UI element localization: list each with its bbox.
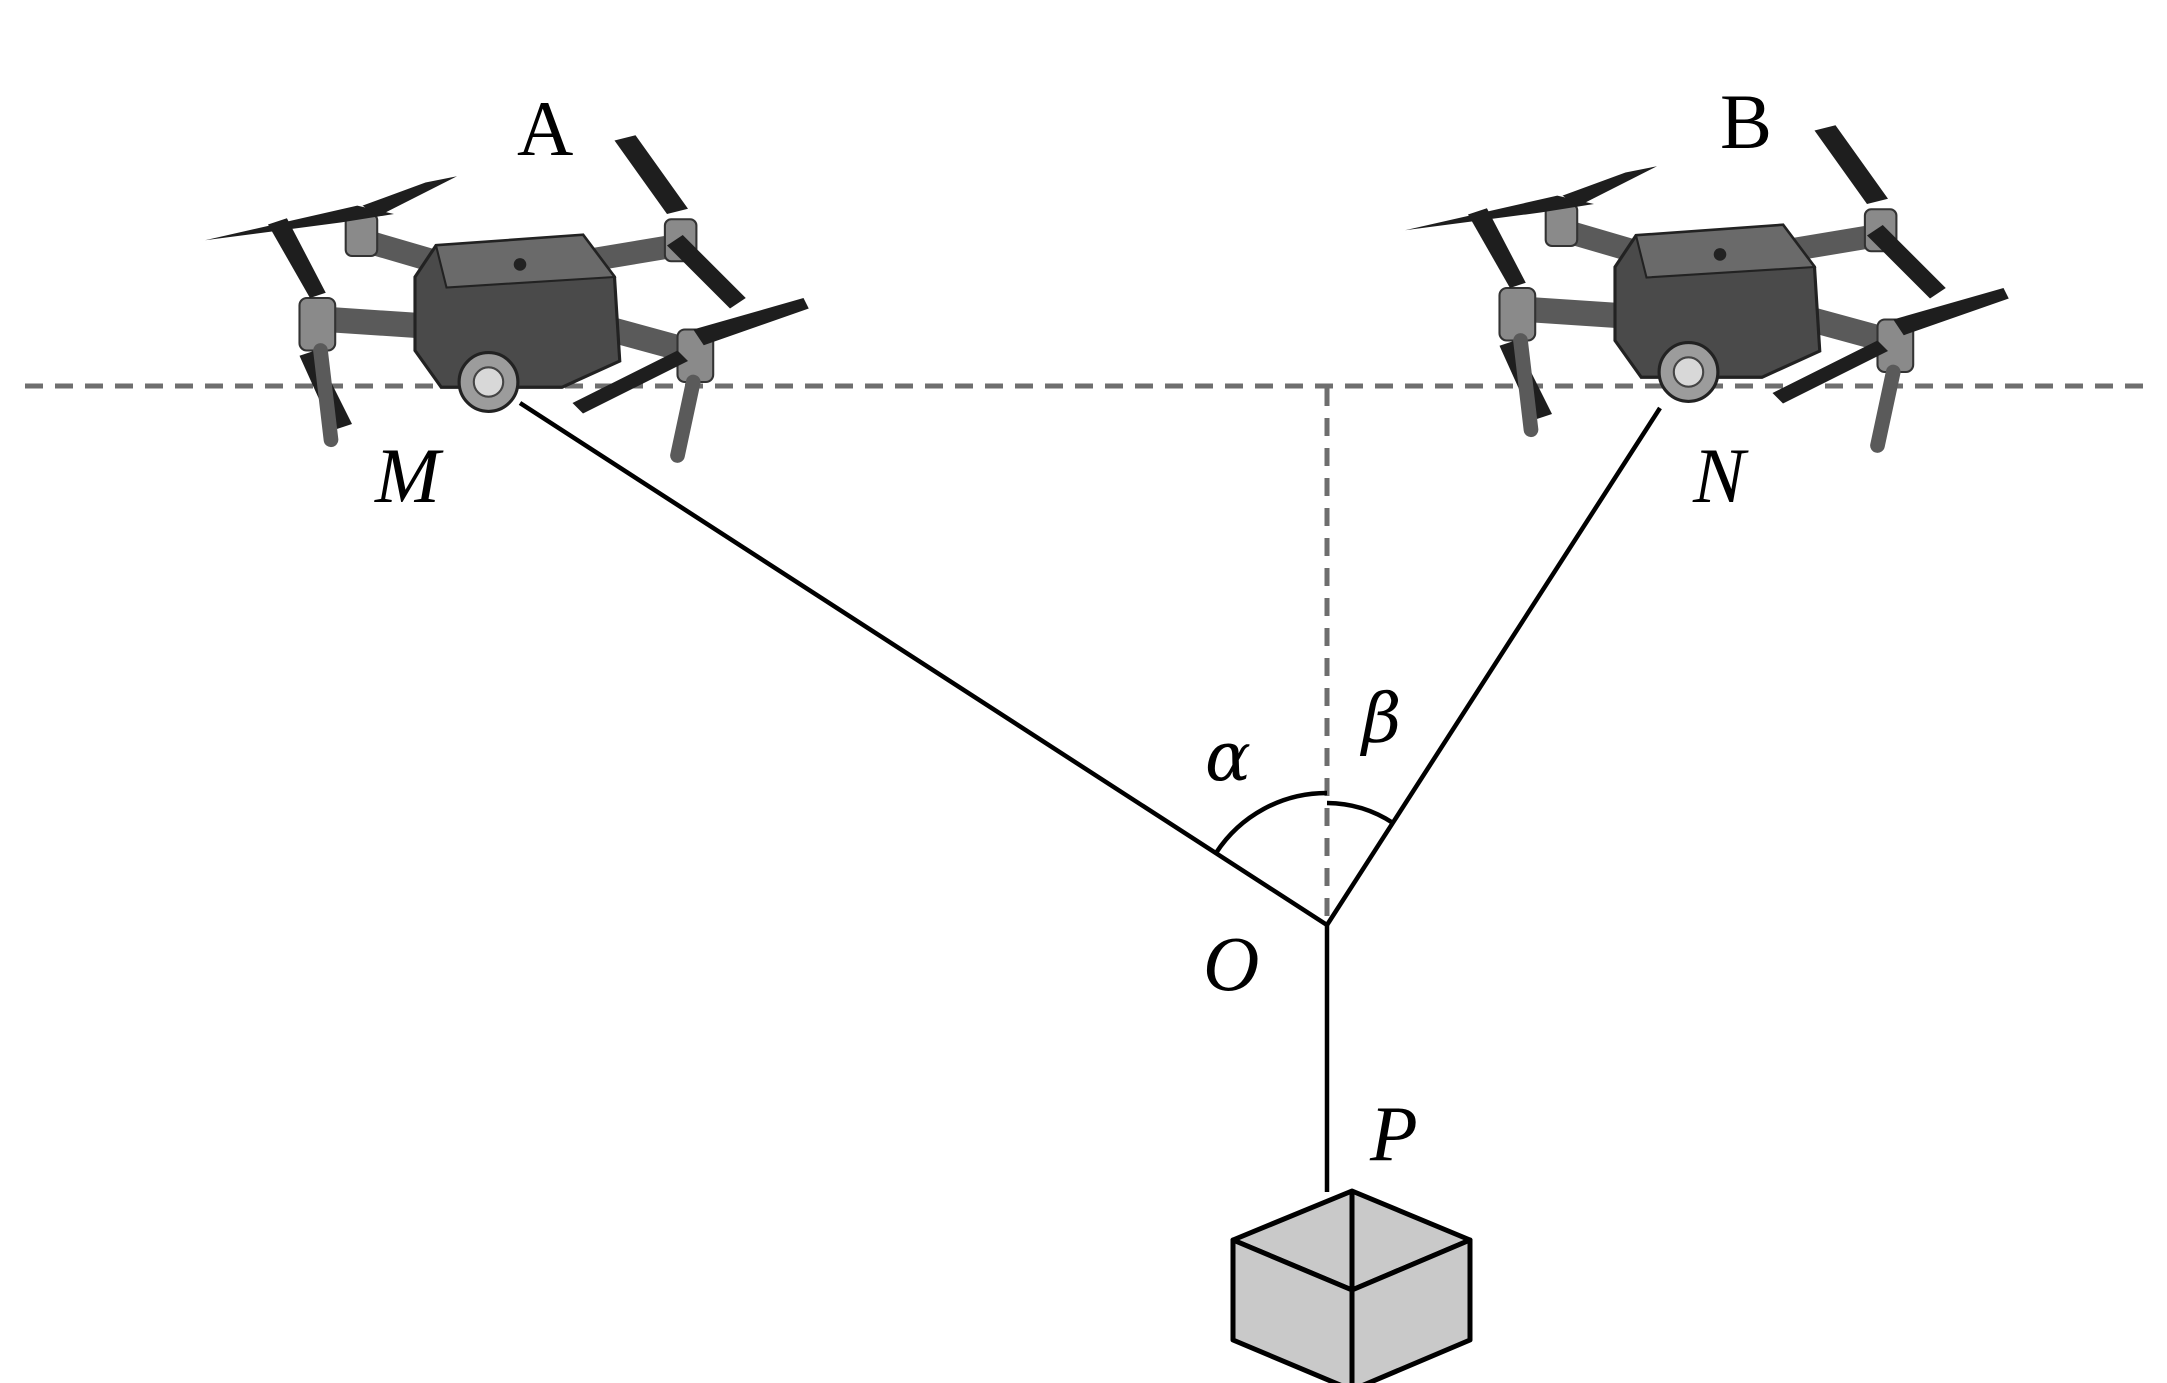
label-m: M [374,432,444,519]
label-alpha: α [1205,718,1251,797]
label-p: P [1369,1090,1418,1177]
label-beta: β [1359,680,1401,759]
drone-b-icon [1405,125,2009,445]
label-b: B [1720,78,1772,165]
drone-a-icon [205,135,809,455]
rope-no [1325,406,1662,927]
payload-box-icon [1230,1188,1473,1383]
label-a: A [517,85,573,172]
label-o: O [1203,920,1259,1007]
angle-alpha-arc [1214,790,1328,855]
rope-mo [518,401,1329,927]
label-n: N [1692,432,1749,519]
angle-beta-arc [1326,800,1395,825]
